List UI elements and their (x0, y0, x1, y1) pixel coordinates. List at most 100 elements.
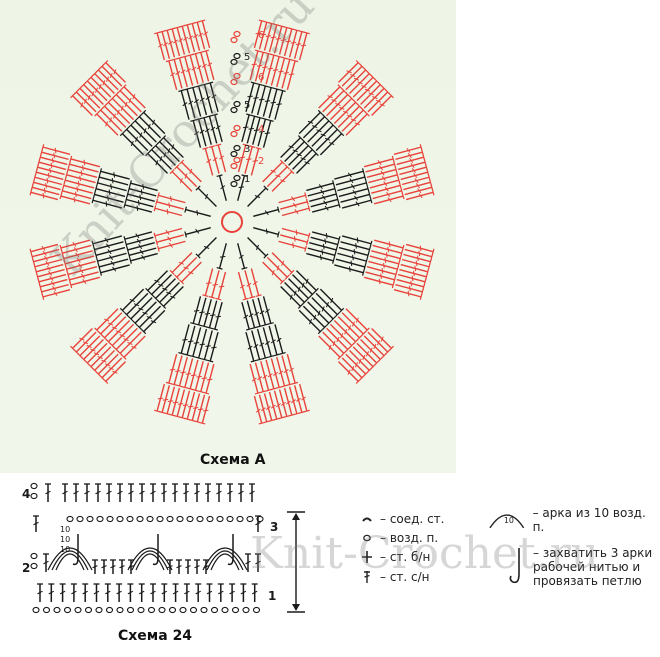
stitch-mark (97, 353, 119, 375)
stitch-mark (30, 191, 59, 201)
stitch-mark (94, 73, 115, 94)
stitch-top-bar (109, 343, 115, 349)
stitch-slash (185, 565, 191, 569)
stitch-top-bar (94, 327, 100, 333)
stitch-slash (191, 66, 197, 71)
stitch-top-bar (32, 179, 35, 186)
stitch-slash (215, 315, 221, 318)
stitch-mark (253, 208, 279, 217)
stitch-top-bar (251, 326, 258, 330)
stitch-slash (132, 93, 136, 100)
stitch-mark (292, 149, 313, 170)
stitch-top-bar (127, 185, 131, 192)
stitch-mark (104, 105, 127, 128)
stitch-top-bar (393, 276, 396, 283)
stitch-slash (354, 362, 358, 368)
stitch-mark (173, 59, 183, 89)
stitch-mark (124, 231, 153, 240)
stitch-top-bar (279, 89, 286, 93)
stitch-mark (366, 168, 397, 178)
stitch-slash (292, 202, 297, 208)
stitch-slash (218, 285, 225, 288)
stitch-mark (205, 50, 215, 81)
chain-loop (231, 606, 240, 614)
stitch-top-bar (336, 241, 340, 248)
stitch-slash (46, 265, 51, 271)
stitch-slash (248, 127, 254, 130)
stitch-mark (306, 252, 334, 262)
stitch-mark (367, 91, 389, 113)
stitch-mark (281, 227, 310, 237)
stitch-slash (195, 228, 200, 234)
stitch-slash (283, 369, 289, 374)
stitch-top-bar (94, 111, 100, 117)
stitch-mark (322, 331, 345, 354)
stitch-mark (365, 271, 395, 281)
stitch-slash (342, 110, 349, 114)
stitch-top-bar (113, 91, 119, 98)
stitch-top-bar (298, 411, 305, 414)
stitch-top-bar (305, 198, 309, 205)
stitch-slash (254, 311, 260, 316)
stitch-top-bar (256, 116, 264, 120)
legend-label: – ст. с/н (380, 570, 430, 584)
stitch-mark (254, 362, 264, 392)
stitch-mark (200, 362, 210, 392)
stitch-top-bar (267, 119, 274, 122)
stitch-slash (80, 170, 83, 176)
stitch-slash (207, 62, 213, 67)
stitch-slash (276, 103, 282, 105)
stitch-slash (206, 590, 213, 595)
stitch-slash (159, 156, 163, 162)
stitch-top-bar (250, 359, 257, 363)
stitch-slash (103, 318, 110, 322)
stitch-top-bar (155, 198, 159, 205)
stitch-mark (396, 278, 424, 288)
stitch-slash (150, 590, 156, 595)
stitch-top-bar (334, 246, 338, 254)
stitch-mark (401, 258, 430, 268)
stitch-slash (196, 209, 199, 216)
stitch-mark (341, 199, 372, 209)
stitch-slash (83, 159, 86, 166)
stitch-mark (396, 156, 424, 166)
stitch-slash (409, 285, 411, 292)
stitch-top-bar (69, 155, 73, 162)
round-number-label: 6 (258, 72, 264, 83)
stitch-mark (337, 361, 359, 382)
stitch-slash (259, 342, 265, 347)
stitch-mark (158, 194, 186, 204)
stitch-top-bar (292, 59, 299, 63)
stitch-top-bar (99, 269, 103, 276)
stitch-top-bar (345, 91, 351, 98)
stitch-slash (48, 270, 53, 276)
stitch-mark (311, 231, 340, 240)
stitch-slash (301, 396, 306, 401)
stitch-mark (70, 158, 101, 168)
round-number-label: 2 (258, 156, 264, 167)
stitch-mark (121, 133, 145, 156)
stitch-top-bar (124, 241, 128, 248)
stitch-mark (204, 148, 214, 176)
stitch-mark (72, 327, 93, 349)
stitch-top-bar (337, 354, 343, 360)
stitch-slash (151, 119, 156, 125)
stitch-slash (212, 157, 218, 162)
stitch-top-bar (326, 320, 332, 326)
stitch-top-bar (422, 283, 426, 290)
chain-loop (147, 606, 156, 614)
stitch-mark (151, 149, 172, 170)
stitch-top-bar (195, 185, 201, 191)
stitch-mark (326, 94, 349, 117)
stitch-mark (107, 101, 131, 125)
stitch-slash (385, 252, 388, 258)
stitch-top-bar (95, 67, 101, 73)
stitch-mark (271, 252, 293, 273)
stitch-top-bar (37, 159, 41, 166)
stitch-slash (258, 98, 265, 101)
stitch-slash (381, 175, 386, 181)
stitch-slash (368, 92, 374, 96)
stitch-mark (208, 300, 218, 328)
stitch-mark (251, 84, 261, 114)
